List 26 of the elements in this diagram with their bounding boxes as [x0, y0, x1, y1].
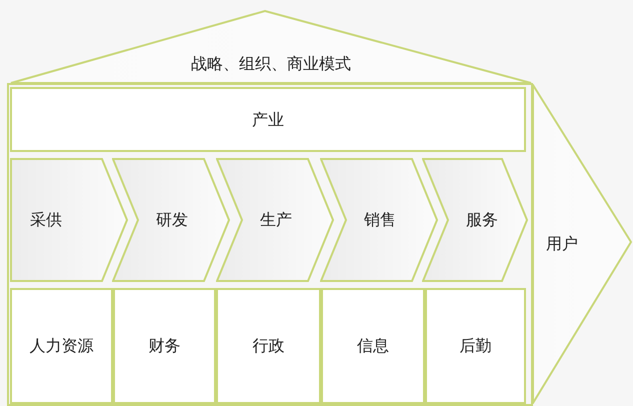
- process-box: [216, 288, 321, 404]
- arrow-shape: [532, 84, 632, 404]
- process-box: [10, 288, 113, 404]
- chevron-shape: [320, 158, 438, 282]
- node-label: 用户: [546, 233, 578, 255]
- node-label: 采供: [30, 209, 62, 231]
- chevron-shape: [422, 158, 528, 282]
- node-label: 销售: [364, 209, 396, 231]
- node-label: 行政: [252, 335, 284, 357]
- node-label: 生产: [260, 209, 292, 231]
- process-box: [113, 288, 216, 404]
- chevron-shape: [112, 158, 230, 282]
- node-label: 服务: [466, 209, 498, 231]
- node-label: 财务: [148, 335, 180, 357]
- process-box: [425, 288, 526, 404]
- node-label: 信息: [357, 335, 389, 357]
- node-label: 研发: [156, 209, 188, 231]
- node-label: 产业: [252, 108, 284, 130]
- node-label: 战略、组织、商业模式: [191, 53, 351, 75]
- node-label: 后勤: [460, 335, 492, 357]
- process-box: [321, 288, 425, 404]
- node-label: 人力资源: [30, 335, 94, 357]
- roof-shape: [10, 10, 532, 84]
- process-box: [10, 87, 526, 152]
- chevron-shape: [10, 158, 128, 282]
- chevron-shape: [216, 158, 334, 282]
